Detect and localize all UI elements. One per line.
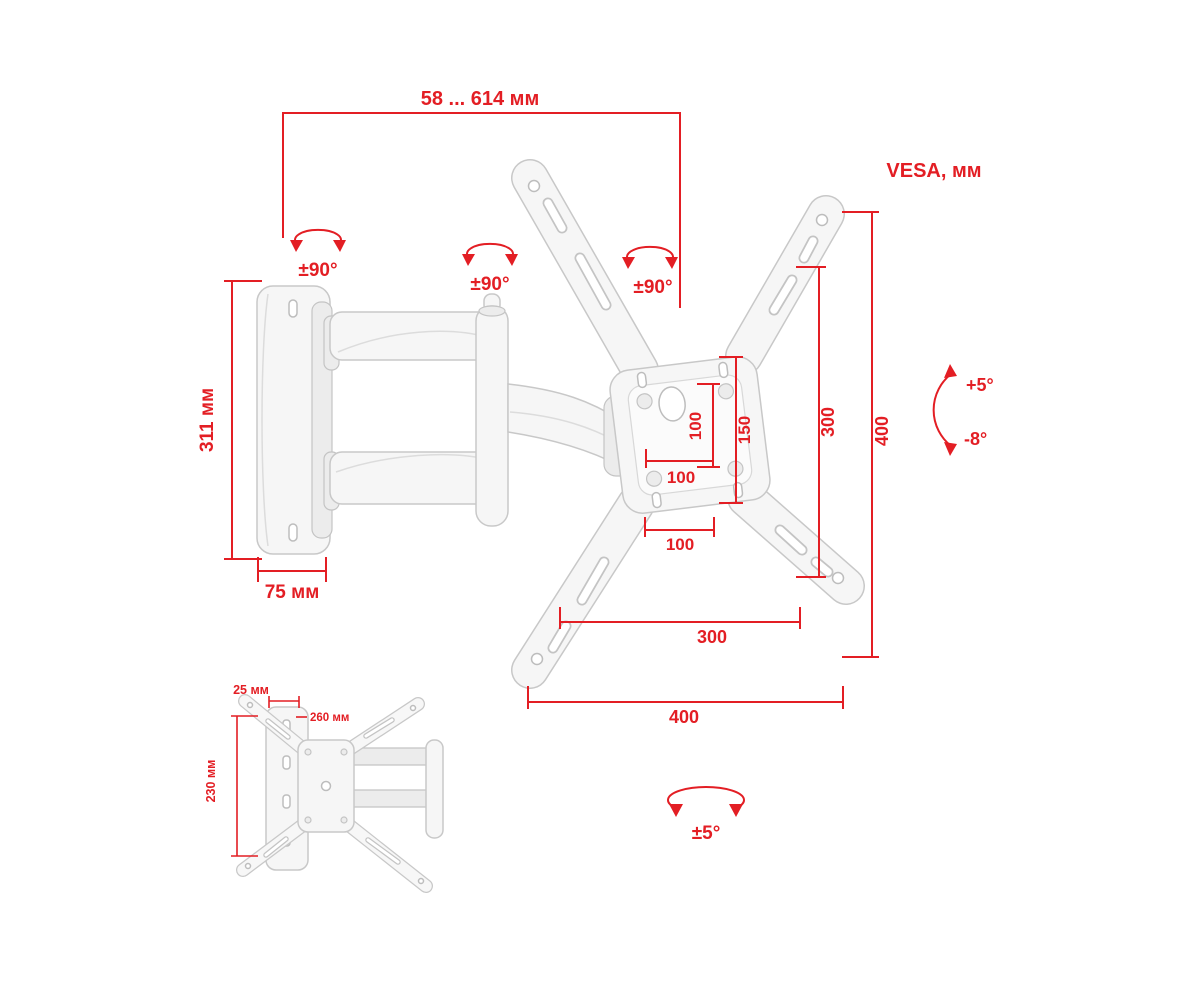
- tilt-arrow-icon: [932, 364, 957, 456]
- label-inset-height: 230 мм: [204, 760, 218, 803]
- level-adjust-arrow-icon: [667, 786, 745, 817]
- label-vesa-heading: VESA, мм: [886, 160, 981, 182]
- rotation-arrow-wall-icon: [290, 228, 346, 252]
- label-vesa-h100-upper: 100: [667, 468, 695, 487]
- label-tilt-up: +5°: [966, 375, 994, 395]
- label-inset-hole-pitch: 25 мм: [233, 683, 269, 697]
- label-vesa-h300: 300: [697, 627, 727, 647]
- label-tilt-down: -8°: [964, 429, 987, 449]
- wall-mount-side-view: [256, 159, 865, 689]
- label-swivel-plate: ±90°: [633, 277, 672, 298]
- label-vesa-v300: 300: [818, 407, 838, 437]
- label-vesa-v400: 400: [872, 416, 892, 446]
- rotation-arrow-plate-icon: [622, 245, 678, 269]
- rotation-arrow-arm-icon: [462, 242, 518, 266]
- label-wall-plate-width: 75 мм: [265, 582, 320, 603]
- label-wall-plate-height: 311 мм: [197, 388, 218, 452]
- wall-plate: [256, 285, 340, 555]
- label-level-adjust: ±5°: [692, 823, 721, 844]
- label-swivel-wall: ±90°: [298, 260, 337, 281]
- label-vesa-v150: 150: [735, 416, 754, 444]
- vesa-extension-arms: [511, 159, 865, 689]
- label-arm-extension: 58 ... 614 мм: [421, 88, 540, 110]
- label-swivel-arm: ±90°: [470, 274, 509, 295]
- label-vesa-h400: 400: [669, 707, 699, 727]
- label-vesa-h100-lower: 100: [666, 535, 694, 554]
- label-vesa-v100: 100: [686, 412, 705, 440]
- dimension-lines: [224, 112, 879, 709]
- label-inset-depth: 260 мм: [310, 712, 349, 724]
- vesa-plate: [609, 356, 771, 514]
- inset-front-view: [231, 694, 444, 893]
- inset-dimension-lines: [231, 696, 307, 857]
- articulating-arm: [329, 293, 633, 527]
